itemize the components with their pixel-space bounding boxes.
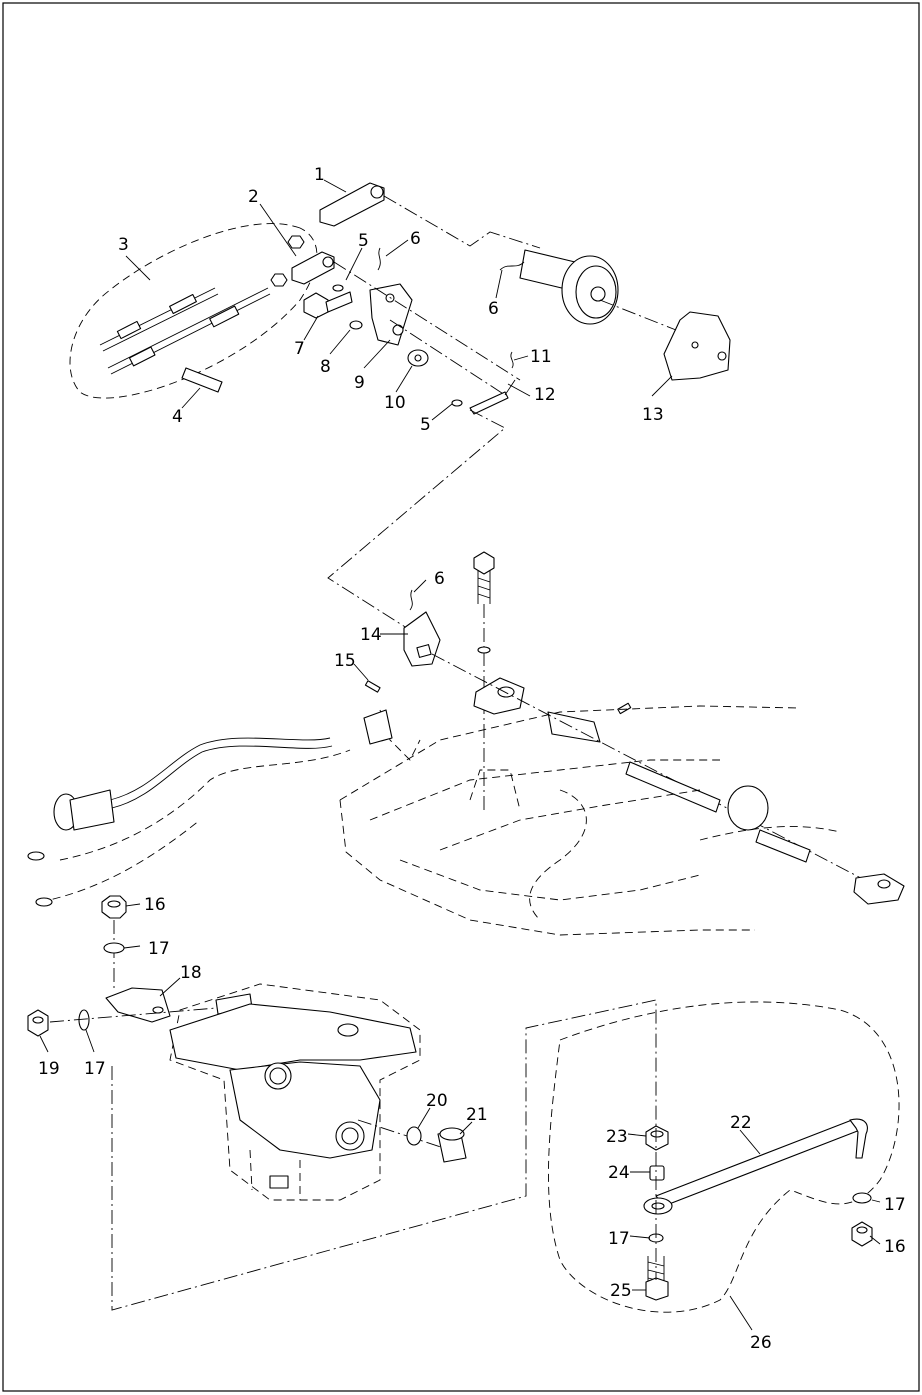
housing-axis (357, 1119, 451, 1151)
middle-linkage-group (27, 551, 905, 936)
callout-20: 20 (426, 1091, 448, 1111)
shift-link-rod (469, 379, 516, 415)
washer-upper (332, 284, 344, 292)
callout-23: 23 (606, 1127, 628, 1147)
flat-washer (349, 320, 363, 330)
callout-22: 22 (730, 1113, 752, 1133)
washer-17-right (852, 1192, 872, 1204)
dowel-pin (364, 680, 381, 693)
callout-4: 4 (172, 407, 183, 427)
ring-terminal-a (27, 851, 45, 861)
throttle-cable (99, 287, 219, 352)
leader-lines (39, 179, 881, 1331)
o-ring (406, 1126, 422, 1146)
bushing (437, 1127, 467, 1163)
callout-12: 12 (534, 385, 556, 405)
bolt-washer (477, 646, 491, 654)
cotter-pin-middle (409, 589, 413, 611)
lower-right-group (548, 1001, 900, 1313)
gear-housing (169, 983, 421, 1201)
wiring-harness (27, 709, 393, 907)
callout-2: 2 (248, 187, 259, 207)
callout-17-upper-left: 17 (148, 939, 170, 959)
callout-14: 14 (360, 625, 382, 645)
callout-17-right: 17 (884, 1195, 906, 1215)
harness-connector (53, 789, 115, 831)
cotter-pin-drum (499, 261, 525, 271)
lower-left-group (27, 895, 467, 1201)
center-line-lower (111, 999, 657, 1311)
callout-1: 1 (314, 165, 325, 185)
pivot-bracket (473, 677, 525, 715)
callout-6-drum: 6 (488, 299, 499, 319)
shift-drum-assembly (519, 249, 619, 325)
callout-8: 8 (320, 357, 331, 377)
cable-joint (291, 251, 335, 285)
shift-shaft (431, 653, 905, 905)
callout-9: 9 (354, 373, 365, 393)
callout-11: 11 (530, 347, 552, 367)
hex-nut-19 (27, 1009, 49, 1037)
small-pin (617, 702, 632, 715)
ring-terminal-b (35, 897, 53, 907)
hex-bolt (303, 291, 353, 319)
callout-17-lower: 17 (608, 1229, 630, 1249)
tiller-rod-outline (548, 1001, 900, 1313)
callout-24: 24 (608, 1163, 630, 1183)
callout-16-left: 16 (144, 895, 166, 915)
shift-cable (107, 287, 271, 375)
hex-nut-16-left (101, 895, 127, 919)
engine-body-outline (339, 705, 841, 936)
callout-10: 10 (384, 393, 406, 413)
washer-17-left (78, 1009, 90, 1031)
top-linkage-group (69, 182, 731, 631)
lock-nut-23 (645, 1125, 669, 1151)
callout-5-lower: 5 (420, 415, 431, 435)
callout-18: 18 (180, 963, 202, 983)
washer-17-upper-left (103, 942, 125, 954)
mounting-bracket (105, 987, 171, 1023)
cable-assembly-outline (69, 223, 318, 399)
lock-nut-small-b (270, 273, 288, 287)
callout-21: 21 (466, 1105, 488, 1125)
spring-clip (510, 351, 514, 369)
callout-labels: 1 2 3 4 5 5 6 6 6 7 8 9 10 11 12 13 14 1… (38, 165, 906, 1353)
callout-17-left: 17 (84, 1059, 106, 1079)
callout-25: 25 (610, 1281, 632, 1301)
callout-13: 13 (642, 405, 664, 425)
cable-guide (363, 709, 393, 745)
washer-lower (451, 399, 463, 407)
shift-lever (403, 611, 441, 667)
callout-7: 7 (294, 339, 305, 359)
lock-nut-small-a (287, 235, 305, 249)
clip-plate (181, 367, 223, 393)
hex-nut-16-right (851, 1221, 873, 1247)
callout-15: 15 (334, 651, 356, 671)
throttle-lever-arm (319, 182, 385, 227)
tiller-link-rod (643, 1118, 868, 1215)
callout-6-upper: 6 (410, 229, 421, 249)
callout-3: 3 (118, 235, 129, 255)
callout-26: 26 (750, 1333, 772, 1353)
hex-bolt-25 (645, 1256, 669, 1301)
cable-bracket (369, 283, 413, 346)
cotter-pin-upper (377, 247, 381, 271)
callout-16-right: 16 (884, 1237, 906, 1257)
spacer-24 (649, 1165, 665, 1181)
callout-6-middle: 6 (434, 569, 445, 589)
vertical-bolt (473, 551, 495, 604)
callout-19: 19 (38, 1059, 60, 1079)
callout-5-upper: 5 (358, 231, 369, 251)
